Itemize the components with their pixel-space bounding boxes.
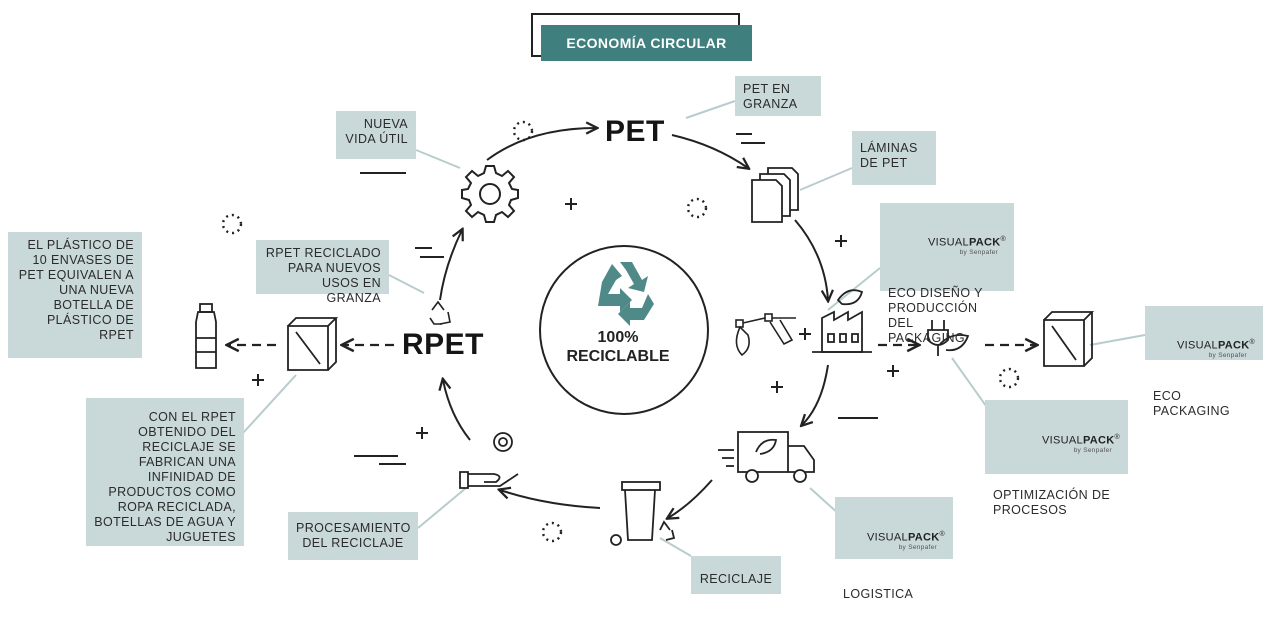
label-pet-granza: PET EN GRANZA xyxy=(735,76,821,116)
center-percent: 100% xyxy=(597,329,639,346)
center-label: 100% RECICLABLE xyxy=(548,328,688,366)
label-rpet-reciclado: RPET RECICLADO PARA NUEVOS USOS EN GRANZ… xyxy=(256,240,389,305)
hand-gear-icon xyxy=(459,432,519,489)
logistica-text: LOGISTICA xyxy=(843,586,914,601)
label-laminas: LÁMINAS DE PET xyxy=(852,131,936,185)
cycle-arrows xyxy=(440,128,828,518)
box-icon xyxy=(1043,311,1095,367)
page-title: ECONOMÍA CIRCULAR xyxy=(541,25,752,61)
node-pet: PET xyxy=(605,115,665,148)
cycle-diagram xyxy=(195,100,1146,557)
box-connectors xyxy=(242,100,1146,557)
visualpack-logo: VISUALPACK® by Senpafer xyxy=(928,236,1006,256)
gear-icon xyxy=(461,165,519,223)
visualpack-logo: VISUALPACK® by Senpafer xyxy=(1177,339,1255,359)
decor-dashes xyxy=(354,133,878,465)
label-optimizacion: VISUALPACK® by Senpafer OPTIMIZACIÓN DE … xyxy=(985,400,1128,517)
eco-diseno-text: ECO DISEÑO Y PRODUCCIÓN DEL PACKAGING xyxy=(888,285,983,345)
recycle-icon xyxy=(598,262,654,326)
small-recycle-icon xyxy=(429,300,451,325)
factory-icon xyxy=(812,289,872,353)
visualpack-logo: VISUALPACK® by Senpafer xyxy=(1042,434,1120,454)
plug-icon xyxy=(927,320,970,356)
label-logistica: VISUALPACK® by Senpafer LOGISTICA xyxy=(835,497,953,601)
label-nueva-vida: NUEVA VIDA ÚTIL xyxy=(336,111,416,159)
label-con-rpet: CON EL RPET OBTENIDO DEL RECICLAJE SE FA… xyxy=(86,398,244,546)
eco-packaging-text: ECO PACKAGING xyxy=(1153,388,1230,418)
box-icon-left xyxy=(287,317,339,371)
sheets-icon xyxy=(751,167,799,223)
label-plastico-envases: EL PLÁSTICO DE 10 ENVASES DE PET EQUIVAL… xyxy=(8,232,142,358)
node-rpet: RPET xyxy=(402,328,485,361)
plus-signs xyxy=(252,198,899,439)
dotted-circles xyxy=(221,120,1020,543)
label-procesamiento: PROCESAMIENTO DEL RECICLAJE xyxy=(288,512,418,560)
optimizacion-text: OPTIMIZACIÓN DE PROCESOS xyxy=(993,487,1111,517)
label-eco-packaging: VISUALPACK® by Senpafer ECO PACKAGING xyxy=(1145,306,1263,418)
design-tool-icon xyxy=(735,313,796,357)
truck-icon xyxy=(718,431,815,483)
bottle-icon xyxy=(195,303,217,369)
visualpack-logo: VISUALPACK® by Senpafer xyxy=(867,531,945,551)
center-circle xyxy=(539,245,709,415)
center-reciclable: RECICLABLE xyxy=(566,348,670,365)
label-reciclaje: RECICLAJE xyxy=(691,556,781,594)
bin-icon xyxy=(610,481,676,546)
label-eco-diseno: VISUALPACK® by Senpafer ECO DISEÑO Y PRO… xyxy=(880,203,1014,345)
